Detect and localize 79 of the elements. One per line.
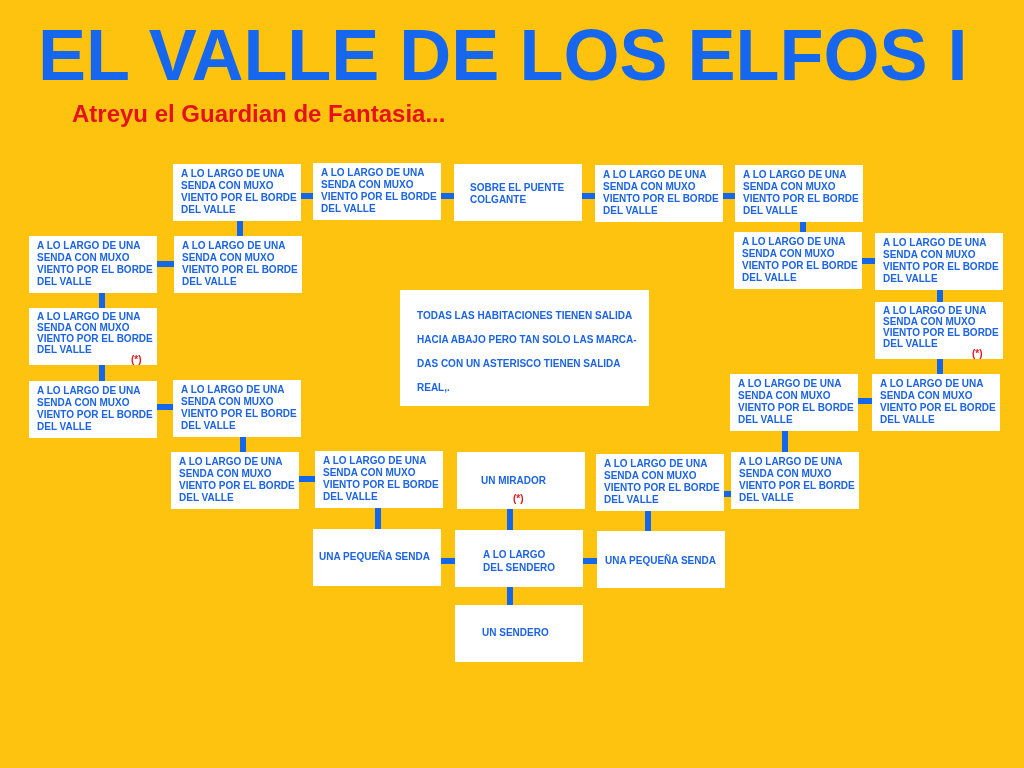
room-box xyxy=(734,232,862,289)
asterisk-mark: (*) xyxy=(972,349,983,359)
room-box xyxy=(595,165,723,222)
room-label: A LO LARGO DE UNA SENDA CON MUXO VIENTO POR EL BORDE DEL VALLE xyxy=(181,384,298,432)
room-label: A LO LARGO DE UNA SENDA CON MUXO VIENTO POR EL BORDE DEL VALLE xyxy=(321,167,438,215)
connector xyxy=(301,193,313,199)
connector xyxy=(99,293,105,308)
room-label: UNA PEQUEÑA SENDA xyxy=(605,555,716,567)
connector xyxy=(507,509,513,530)
connector xyxy=(240,437,246,452)
room-box xyxy=(313,529,441,586)
room-box xyxy=(730,374,858,431)
asterisk-mark: (*) xyxy=(513,494,524,504)
connector xyxy=(645,511,651,531)
room-label: SOBRE EL PUENTE COLGANTE xyxy=(470,182,566,206)
room-label: A LO LARGO DE UNA SENDA CON MUXO VIENTO POR EL BORDE DEL VALLE xyxy=(37,240,154,288)
room-label: UNA PEQUEÑA SENDA xyxy=(319,551,430,563)
room-label: A LO LARGO DE UNA SENDA CON MUXO VIENTO POR EL BORDE DEL VALLE xyxy=(883,305,1000,349)
connector xyxy=(937,359,943,374)
room-label: A LO LARGO DE UNA SENDA CON MUXO VIENTO POR EL BORDE DEL VALLE xyxy=(182,240,299,288)
connector xyxy=(299,476,315,482)
connector xyxy=(375,508,381,529)
connector xyxy=(583,558,597,564)
room-label: A LO LARGO DE UNA SENDA CON MUXO VIENTO POR EL BORDE DEL VALLE xyxy=(37,385,154,433)
room-box xyxy=(872,374,1000,431)
asterisk-mark: (*) xyxy=(131,355,142,365)
connector xyxy=(723,193,735,199)
room-label: A LO LARGO DE UNA SENDA CON MUXO VIENTO POR EL BORDE DEL VALLE xyxy=(880,378,997,426)
room-box xyxy=(597,531,725,588)
room-box xyxy=(29,236,157,293)
room-label: A LO LARGO DE UNA SENDA CON MUXO VIENTO POR EL BORDE DEL VALLE xyxy=(743,169,860,217)
room-label: A LO LARGO DE UNA SENDA CON MUXO VIENTO POR EL BORDE DEL VALLE xyxy=(883,237,1000,285)
connector xyxy=(441,193,454,199)
connector xyxy=(862,258,875,264)
room-label: A LO LARGO DE UNA SENDA CON MUXO VIENTO POR EL BORDE DEL VALLE xyxy=(742,236,859,284)
connector xyxy=(800,222,806,232)
room-box xyxy=(454,164,582,221)
room-box xyxy=(735,165,863,222)
connector xyxy=(157,404,173,410)
subtitle: Atreyu el Guardian de Fantasia... xyxy=(72,102,446,126)
room-label: A LO LARGO DE UNA SENDA CON MUXO VIENTO POR EL BORDE DEL VALLE xyxy=(37,311,154,355)
room-label: A LO LARGO DE UNA SENDA CON MUXO VIENTO POR EL BORDE DEL VALLE xyxy=(604,458,721,506)
room-box xyxy=(455,530,583,587)
connector xyxy=(858,398,872,404)
room-label: A LO LARGO DE UNA SENDA CON MUXO VIENTO POR EL BORDE DEL VALLE xyxy=(179,456,296,504)
room-box xyxy=(173,164,301,221)
connector xyxy=(937,290,943,302)
room-box xyxy=(457,452,585,509)
room-box xyxy=(875,233,1003,290)
connector xyxy=(724,491,731,497)
room-box xyxy=(875,302,1003,359)
room-label: UN MIRADOR xyxy=(481,475,546,487)
connector xyxy=(441,558,455,564)
room-box xyxy=(171,452,299,509)
room-box xyxy=(29,381,157,438)
room-label: A LO LARGO DEL SENDERO xyxy=(483,548,557,574)
note-text: TODAS LAS HABITACIONES TIENEN SALIDA HACIA ABAJO PERO TAN SOLO LAS MARCA- DAS CON UN ASTERISCO TIENEN SALIDA REAL,. xyxy=(417,309,638,395)
connector xyxy=(157,261,174,267)
room-label: A LO LARGO DE UNA SENDA CON MUXO VIENTO POR EL BORDE DEL VALLE xyxy=(181,168,298,216)
room-box xyxy=(173,380,301,437)
room-label: A LO LARGO DE UNA SENDA CON MUXO VIENTO POR EL BORDE DEL VALLE xyxy=(739,456,856,504)
room-box xyxy=(174,236,302,293)
title: EL VALLE DE LOS ELFOS I xyxy=(38,19,968,91)
room-box xyxy=(731,452,859,509)
connector xyxy=(782,431,788,452)
room-label: A LO LARGO DE UNA SENDA CON MUXO VIENTO POR EL BORDE DEL VALLE xyxy=(603,169,720,217)
room-label: UN SENDERO xyxy=(482,627,549,639)
room-label: A LO LARGO DE UNA SENDA CON MUXO VIENTO POR EL BORDE DEL VALLE xyxy=(738,378,855,426)
room-box xyxy=(315,451,443,508)
room-label: A LO LARGO DE UNA SENDA CON MUXO VIENTO POR EL BORDE DEL VALLE xyxy=(323,455,440,503)
room-box xyxy=(596,454,724,511)
room-box xyxy=(313,163,441,220)
connector xyxy=(237,221,243,236)
connector xyxy=(507,587,513,605)
connector xyxy=(582,193,595,199)
room-box xyxy=(455,605,583,662)
note-box xyxy=(400,290,649,406)
room-box xyxy=(29,308,157,365)
connector xyxy=(99,365,105,381)
